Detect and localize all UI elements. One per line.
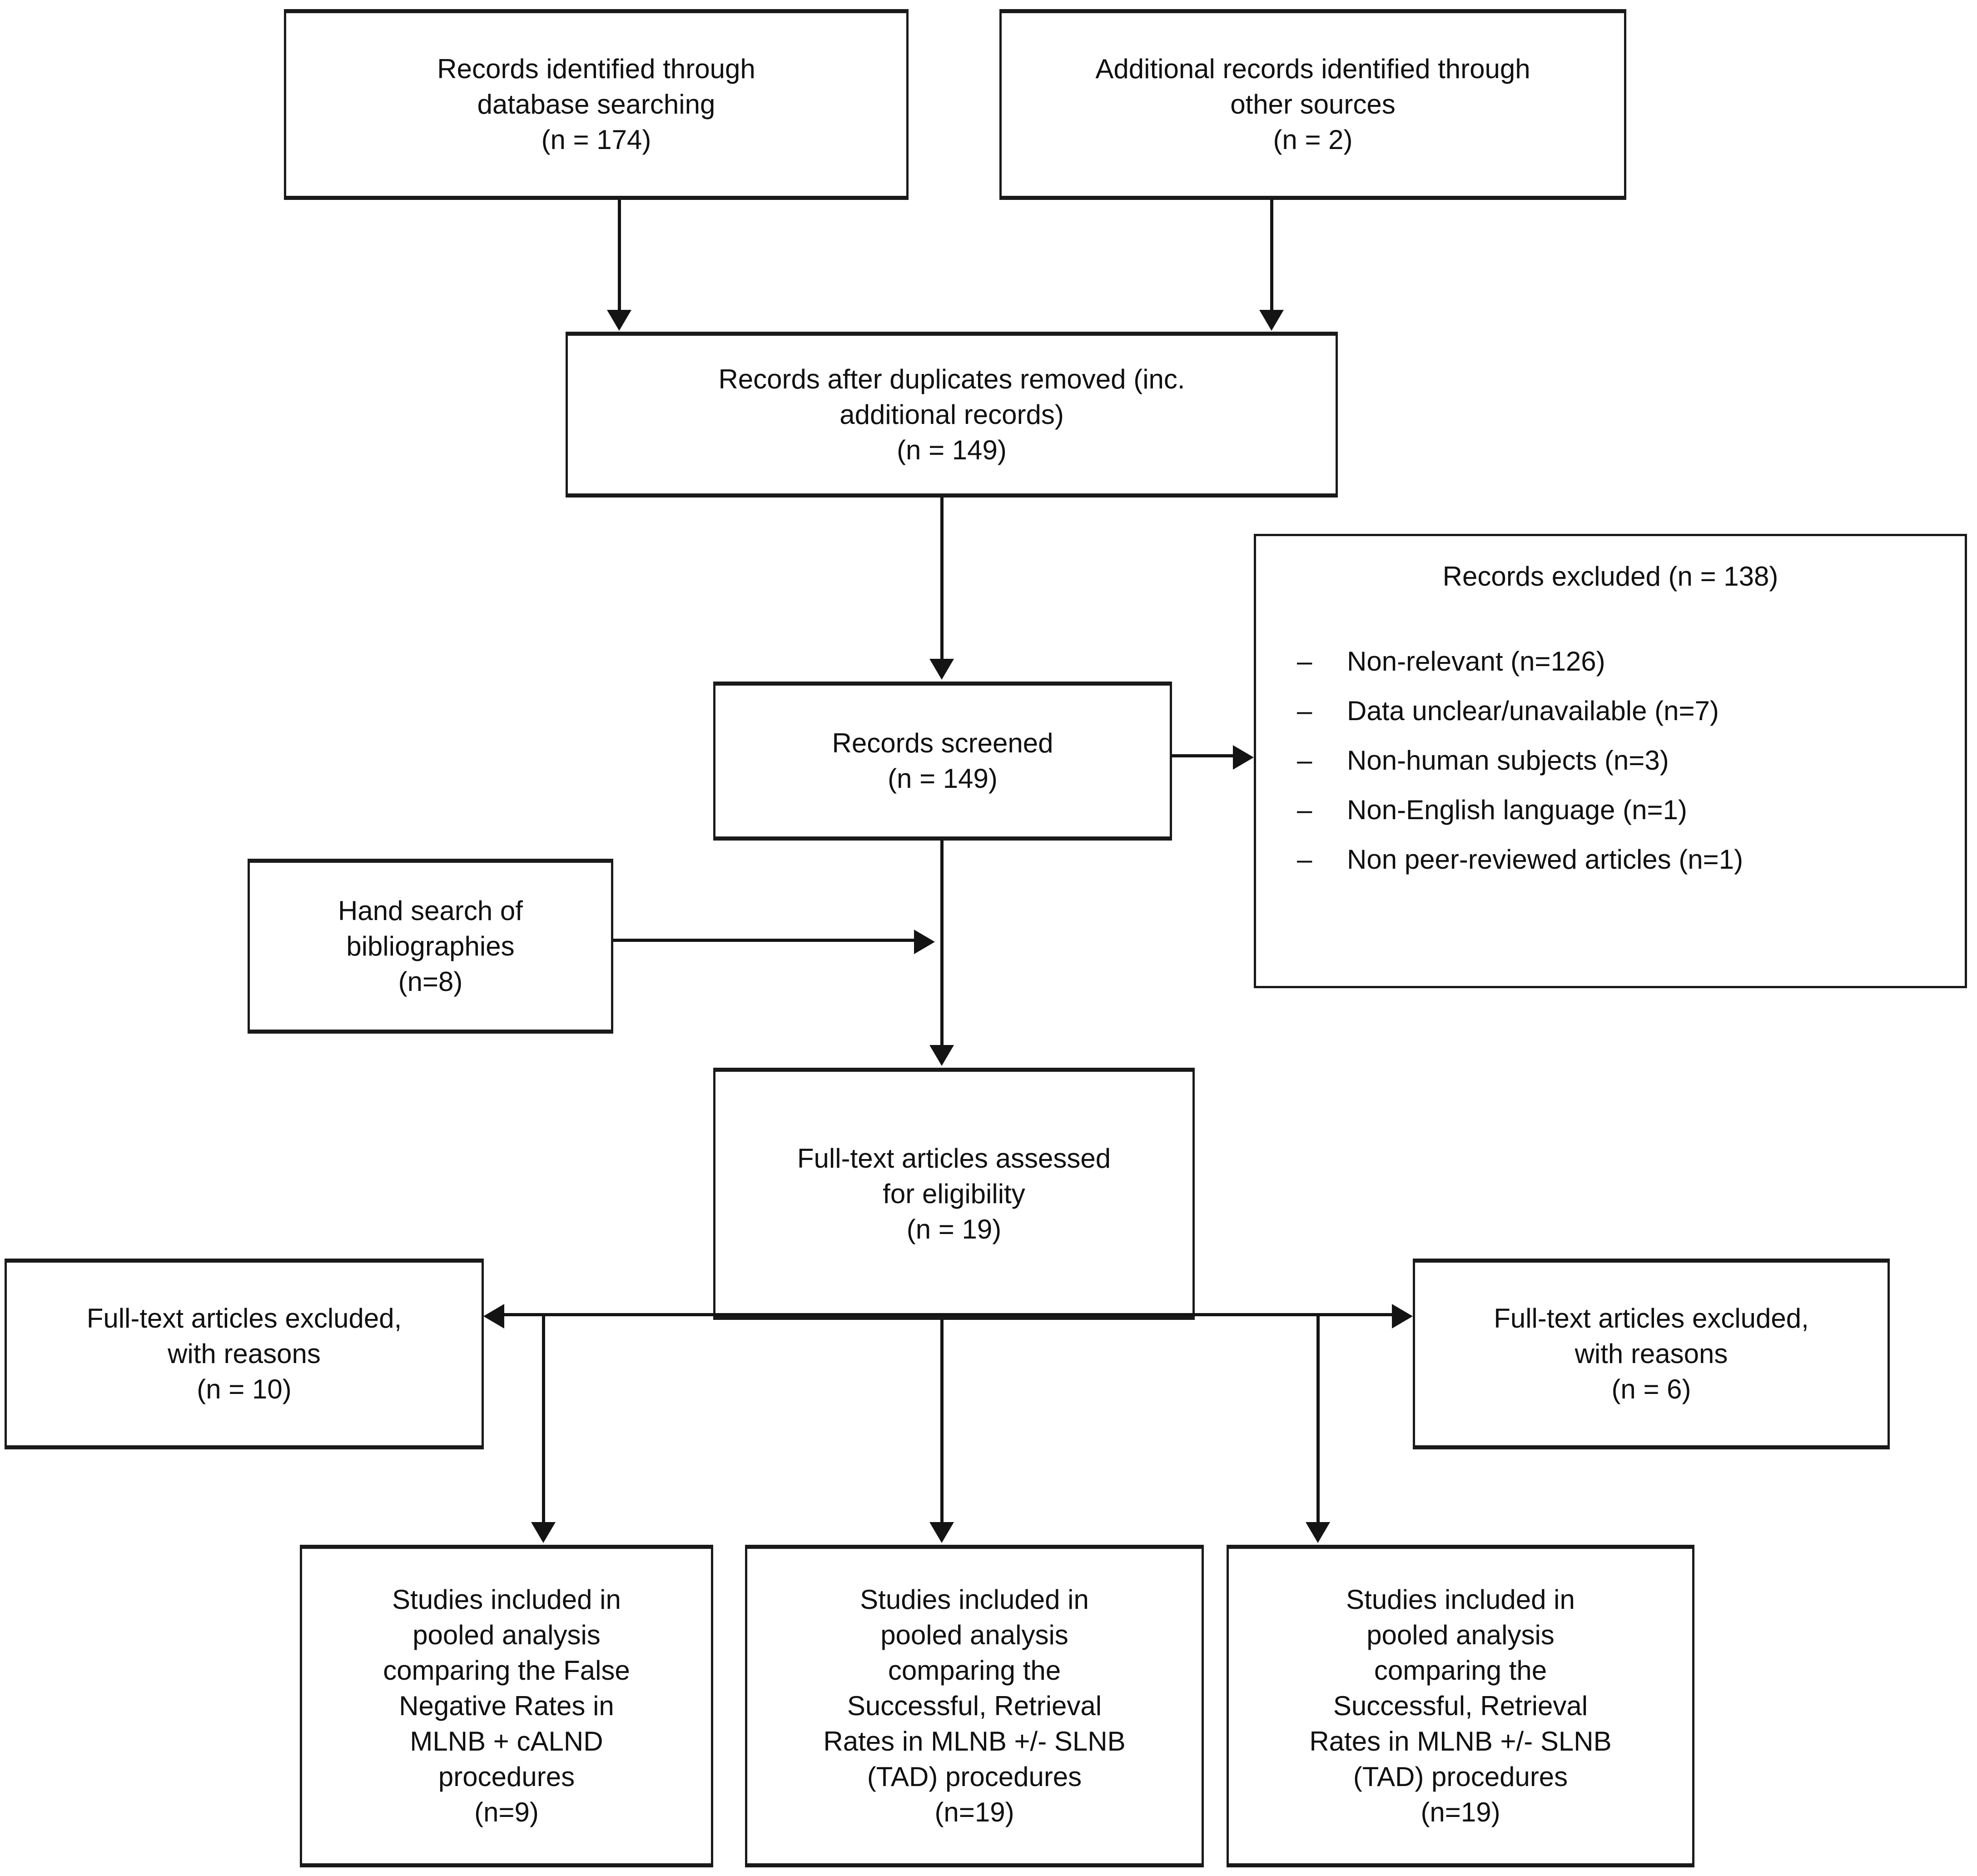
node-records-identified-database-label: Records identified through database sear… (437, 54, 755, 155)
node-records-after-duplicates: Records after duplicates removed (inc. a… (566, 332, 1338, 498)
node-records-identified-other-label: Additional records identified through ot… (1095, 54, 1530, 155)
records-excluded-reason-list: – Non-relevant (n=126) – Data unclear/un… (1256, 594, 1965, 876)
node-fulltext-excluded-left-label: Full-text articles excluded, with reason… (86, 1303, 402, 1404)
list-item: – Non-English language (n=1) (1256, 793, 1965, 827)
node-fulltext-excluded-right-label: Full-text articles excluded, with reason… (1494, 1303, 1809, 1404)
list-item-label: Non-human subjects (n=3) (1347, 745, 1669, 776)
connector-db-to-duplicates (618, 200, 621, 313)
node-fulltext-assessed: Full-text articles assessed for eligibil… (713, 1068, 1195, 1320)
node-records-excluded-heading: Records excluded (n = 138) (1442, 561, 1778, 592)
node-fulltext-excluded-right: Full-text articles excluded, with reason… (1413, 1259, 1890, 1449)
arrowhead-db-to-duplicates (607, 310, 631, 331)
connector-crossbar-to-included-left (542, 1314, 545, 1523)
list-item: – Data unclear/unavailable (n=7) (1256, 694, 1965, 728)
arrowhead-handsearch-to-spine (914, 930, 935, 954)
connector-screened-to-fulltext (940, 841, 944, 1047)
list-item-label: Non peer-reviewed articles (n=1) (1347, 844, 1744, 875)
node-included-retrieval-rates-middle: Studies included in pooled analysis comp… (745, 1545, 1204, 1867)
arrowhead-crossbar-right (1392, 1304, 1413, 1329)
arrowhead-screened-to-excluded (1233, 745, 1254, 770)
node-hand-search-label: Hand search of bibliographies (n=8) (338, 895, 523, 997)
list-item-label: Data unclear/unavailable (n=7) (1347, 696, 1719, 726)
arrowhead-screened-to-fulltext (929, 1045, 954, 1066)
connector-screened-to-excluded (1171, 754, 1235, 757)
node-included-retrieval-rates-right-label: Studies included in pooled analysis comp… (1309, 1584, 1612, 1827)
connector-fulltext-to-included-mid (940, 1320, 944, 1523)
node-fulltext-excluded-left: Full-text articles excluded, with reason… (5, 1259, 484, 1449)
connector-other-to-duplicates (1270, 200, 1273, 313)
arrowhead-other-to-duplicates (1259, 310, 1284, 331)
arrowhead-crossbar-to-included-left (531, 1522, 556, 1543)
arrowhead-fulltext-to-included-mid (929, 1522, 954, 1543)
dash-bullet-icon: – (1297, 696, 1312, 726)
list-item: – Non peer-reviewed articles (n=1) (1256, 842, 1965, 876)
node-records-screened: Records screened (n = 149) (713, 682, 1172, 841)
node-hand-search: Hand search of bibliographies (n=8) (248, 859, 613, 1034)
node-included-false-negative-rates-label: Studies included in pooled analysis comp… (383, 1584, 630, 1827)
node-included-retrieval-rates-right: Studies included in pooled analysis comp… (1227, 1545, 1694, 1867)
node-records-screened-label: Records screened (n = 149) (832, 728, 1053, 794)
list-item-label: Non-English language (n=1) (1347, 795, 1687, 825)
node-records-excluded: Records excluded (n = 138) – Non-relevan… (1254, 534, 1967, 988)
dash-bullet-icon: – (1297, 795, 1312, 825)
arrowhead-crossbar-left (483, 1304, 504, 1329)
node-included-retrieval-rates-middle-label: Studies included in pooled analysis comp… (823, 1584, 1126, 1827)
connector-duplicates-to-screened (940, 498, 944, 660)
node-records-identified-other: Additional records identified through ot… (999, 9, 1626, 200)
list-item-label: Non-relevant (n=126) (1347, 646, 1605, 677)
dash-bullet-icon: – (1297, 745, 1312, 776)
node-records-identified-database: Records identified through database sear… (284, 9, 909, 200)
list-item: – Non-relevant (n=126) (1256, 644, 1965, 678)
dash-bullet-icon: – (1297, 844, 1312, 875)
connector-handsearch-to-spine (613, 939, 916, 942)
dash-bullet-icon: – (1297, 646, 1312, 677)
connector-crossbar-to-included-right (1316, 1314, 1320, 1523)
list-item: – Non-human subjects (n=3) (1256, 743, 1965, 777)
node-records-after-duplicates-label: Records after duplicates removed (inc. a… (718, 363, 1185, 465)
node-fulltext-assessed-label: Full-text articles assessed for eligibil… (797, 1143, 1111, 1244)
arrowhead-duplicates-to-screened (929, 659, 954, 680)
arrowhead-crossbar-to-included-right (1306, 1522, 1330, 1543)
node-included-false-negative-rates: Studies included in pooled analysis comp… (300, 1545, 713, 1867)
connector-excluded-crossbar (504, 1313, 1392, 1316)
